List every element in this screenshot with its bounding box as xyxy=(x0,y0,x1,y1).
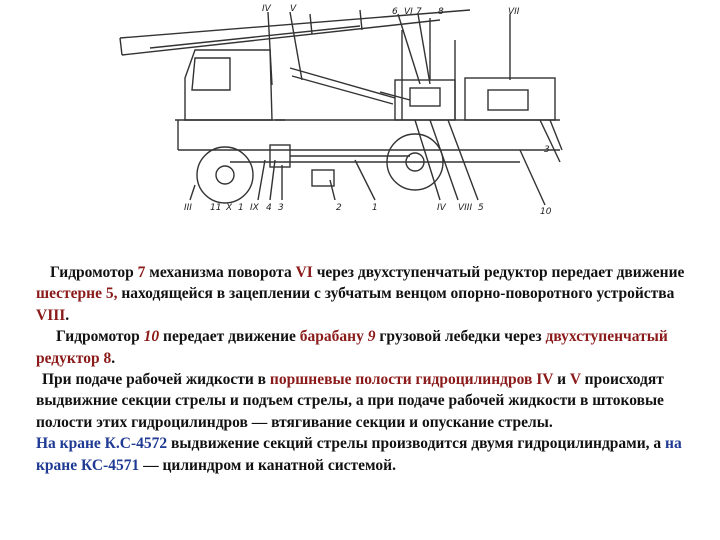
boom xyxy=(119,9,471,56)
crane-schematic-diagram: IV V 6 VI 7 8 VII 3 10 5 VIII IV 1 2 3 4… xyxy=(119,4,563,217)
label-4: 4 xyxy=(266,203,272,213)
truck-cab xyxy=(175,49,285,150)
paragraph-rotation: Гидромотор 7 механизма поворота VI через… xyxy=(36,264,685,324)
label-11: 11 xyxy=(210,203,221,213)
front-wheel xyxy=(196,146,254,204)
label-6: 6 xyxy=(392,7,398,17)
label-IV-bottom: IV xyxy=(437,203,447,213)
label-8: 8 xyxy=(438,7,444,17)
lift-cylinder xyxy=(289,67,411,105)
label-VIII: VIII xyxy=(458,203,472,213)
paragraph-crane-models: На кране К.С-4572 выдвижение секций стре… xyxy=(36,435,682,474)
label-7: 7 xyxy=(416,7,422,17)
description-text: Гидромотор 7 механизма поворота VI через… xyxy=(36,262,696,476)
label-VI: VI xyxy=(404,7,413,17)
turntable-assembly xyxy=(394,18,456,121)
label-IX: IX xyxy=(250,203,260,213)
label-3-right: 3 xyxy=(544,145,550,155)
label-3: 3 xyxy=(278,203,284,213)
label-10: 10 xyxy=(540,207,552,217)
label-2: 2 xyxy=(336,203,342,213)
label-III: III xyxy=(184,203,192,213)
label-VII: VII xyxy=(508,7,520,17)
label-5: 5 xyxy=(478,203,484,213)
label-IV: IV xyxy=(262,4,272,14)
label-1b: 1 xyxy=(238,203,244,213)
rear-wheel xyxy=(386,133,444,191)
paragraph-cylinders: При подаче рабочей жидкости в поршневые … xyxy=(36,371,664,431)
label-V: V xyxy=(290,4,297,14)
pump-unit xyxy=(269,144,291,168)
label-1: 1 xyxy=(372,203,378,213)
paragraph-winch: Гидромотор 10 передает движение барабану… xyxy=(36,328,668,367)
tank xyxy=(311,169,335,187)
diagram-labels: IV V 6 VI 7 8 VII 3 10 5 VIII IV 1 2 3 4… xyxy=(184,4,552,217)
label-X: X xyxy=(225,203,233,213)
